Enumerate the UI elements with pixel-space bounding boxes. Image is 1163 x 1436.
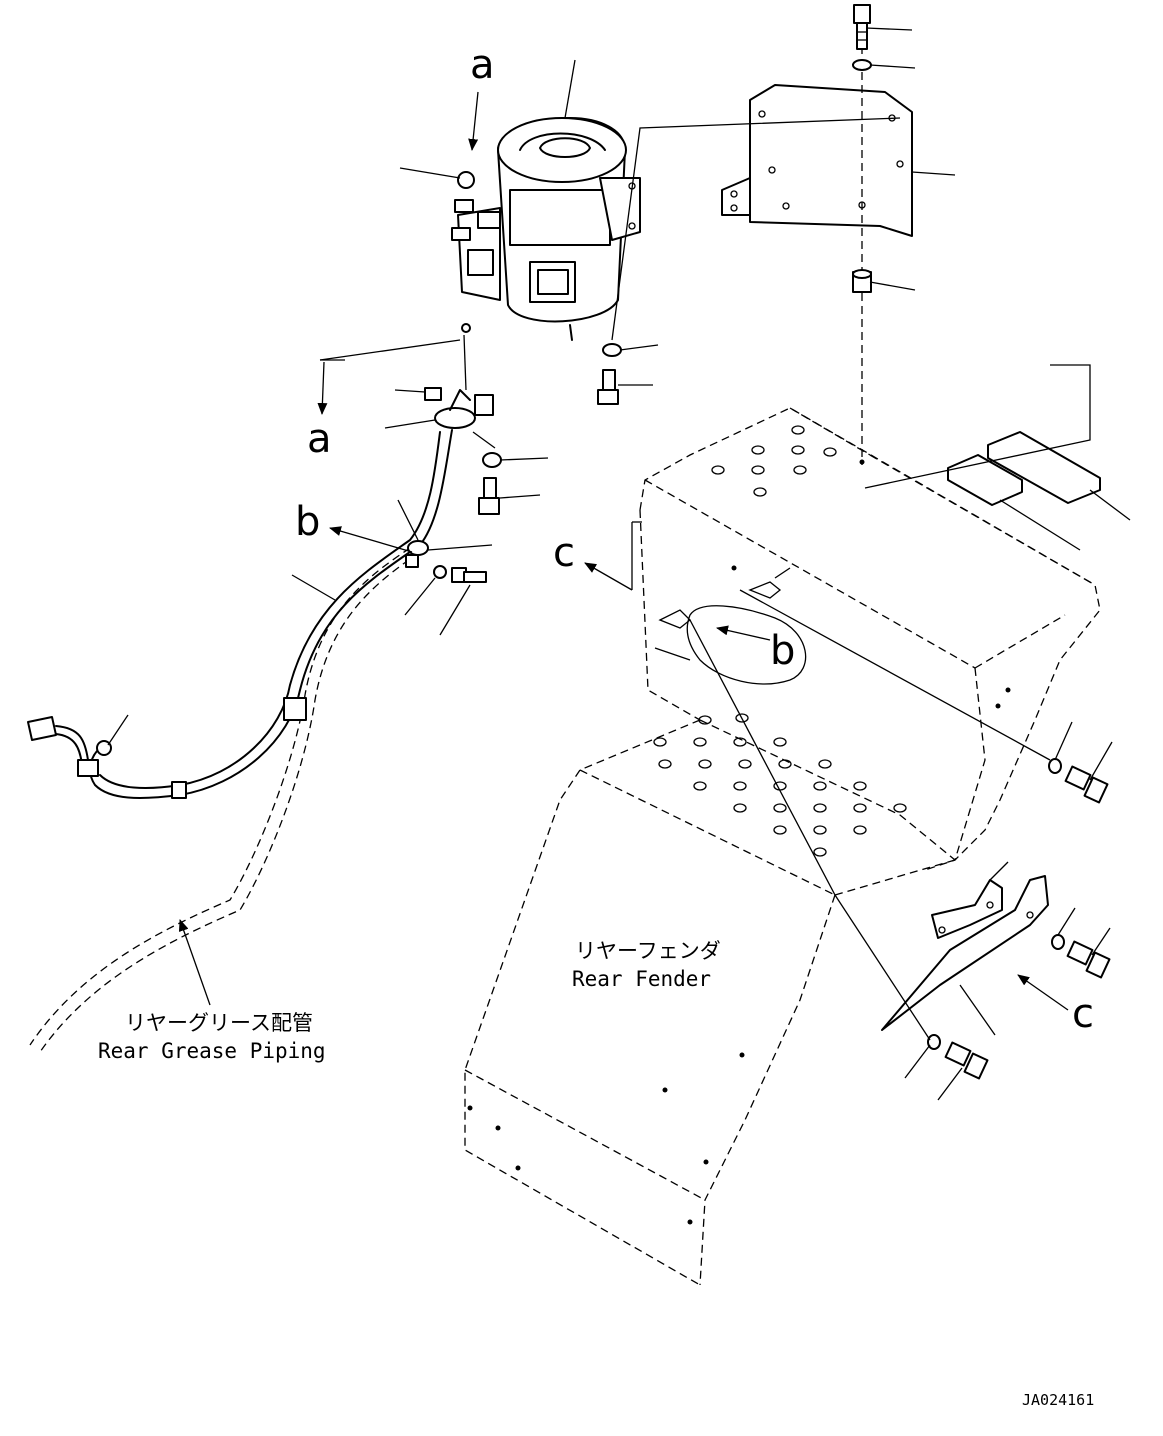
view-label-a-bottom: a bbox=[307, 416, 332, 462]
rear-fender bbox=[464, 407, 1101, 1286]
bolt-bracket bbox=[1066, 940, 1111, 979]
view-label-b-right: b bbox=[770, 628, 795, 674]
washer-side bbox=[1048, 758, 1062, 774]
view-label-a-top: a bbox=[470, 42, 495, 88]
grease-hose bbox=[27, 429, 453, 1053]
bolt-side bbox=[1064, 765, 1109, 804]
mounting-bracket bbox=[721, 84, 913, 237]
fender-label-jp: リヤーフェンダ bbox=[575, 939, 721, 963]
view-label-c-left: c bbox=[553, 530, 575, 576]
view-label-b-left: b bbox=[295, 499, 320, 545]
view-label-c-right: c bbox=[1072, 991, 1094, 1037]
view-arrows bbox=[178, 91, 1069, 1011]
bolt-clamp bbox=[451, 567, 487, 583]
leader-lines bbox=[107, 27, 1113, 1101]
nut bbox=[852, 269, 872, 293]
bolt-pump bbox=[597, 369, 619, 405]
grease-piping-label-en: Rear Grease Piping bbox=[98, 1039, 326, 1063]
washer-top bbox=[852, 59, 872, 71]
washer-lower bbox=[927, 1034, 941, 1050]
valve-fitting bbox=[424, 323, 502, 515]
drawing-code: JA024161 bbox=[1022, 1391, 1094, 1409]
fender-label-en: Rear Fender bbox=[572, 967, 711, 991]
washer-clamp bbox=[433, 565, 447, 579]
cap bbox=[457, 171, 475, 189]
washer-pump bbox=[602, 343, 622, 357]
top-bolt bbox=[853, 4, 871, 50]
grease-piping-label-jp: リヤーグリース配管 bbox=[125, 1011, 313, 1035]
fender-bracket bbox=[881, 875, 1049, 1031]
grease-pump bbox=[451, 117, 641, 341]
washer-bracket bbox=[1051, 934, 1065, 950]
bolt-lower bbox=[944, 1041, 989, 1080]
pad-plates bbox=[864, 364, 1131, 551]
